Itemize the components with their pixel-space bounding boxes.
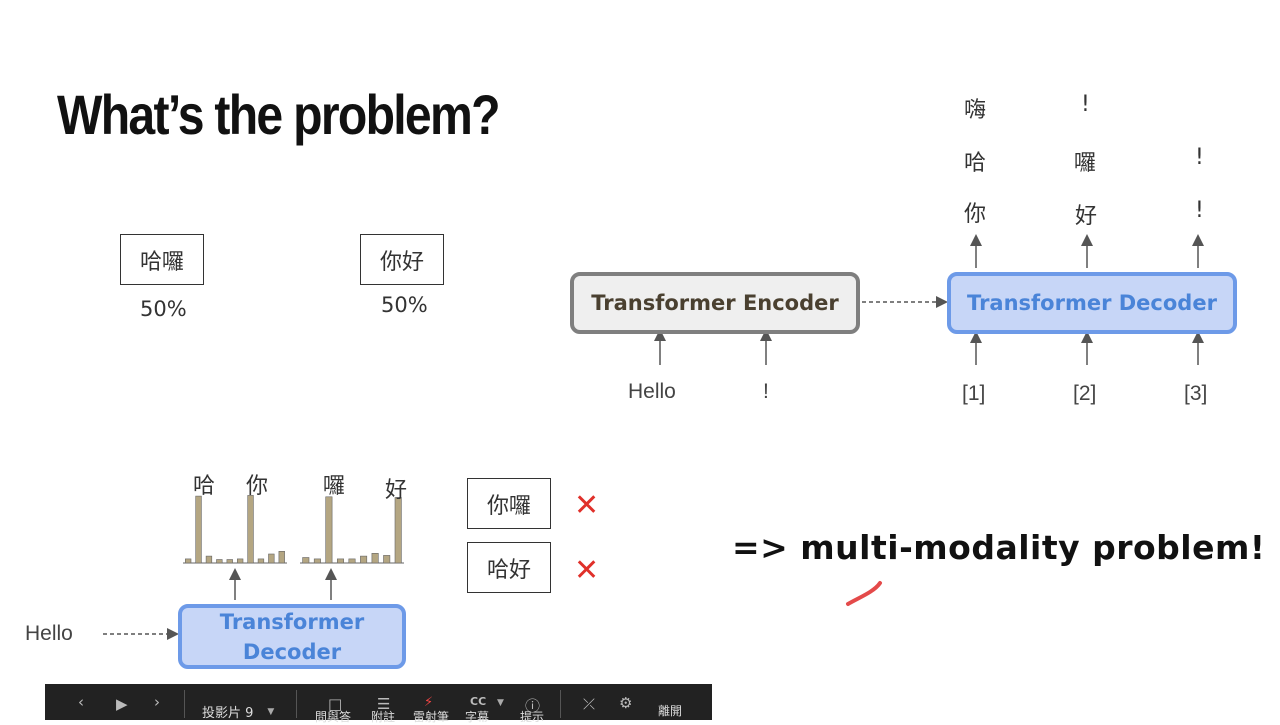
transformer-decoder: Transformer Decoder	[947, 272, 1237, 334]
presentation-toolbar: ‹ ▶ › 投影片 9 ▼ □ 問與答 ☰ 附註 ⚡ 雷射筆 CC 字幕 ▼ ⓘ…	[45, 684, 712, 724]
encoder-input-hello: Hello	[628, 380, 676, 403]
captions-icon[interactable]: CC	[470, 695, 487, 708]
distribution-2-bar	[394, 497, 402, 563]
decoder-input-2: [2]	[1073, 382, 1097, 405]
distribution-2-bar	[383, 555, 391, 563]
info-label[interactable]: 提示	[520, 710, 545, 724]
notes-icon[interactable]: ☰	[377, 695, 391, 713]
distribution-2-bar	[336, 558, 344, 563]
option-b-box: 你好	[360, 234, 444, 285]
decoder-output-col2-1: !	[1081, 92, 1090, 117]
distribution-1-bar	[278, 550, 285, 563]
small-decoder-input: Hello	[25, 622, 73, 645]
decoder-input-3: [3]	[1184, 382, 1208, 405]
distribution-1-bar	[268, 553, 275, 563]
wrong-output-1-text: 你囉	[486, 493, 531, 519]
laser-pointer-icon[interactable]: ⚡	[424, 695, 434, 710]
slide-selector-label: 投影片 9	[202, 706, 254, 721]
dist2-label-1: 囉	[323, 474, 346, 499]
distribution-1-bar	[184, 558, 192, 563]
distribution-1-bar	[247, 495, 254, 563]
chevron-left-icon[interactable]: ‹	[78, 693, 84, 711]
wrong-output-2-box: 哈好	[467, 542, 551, 593]
distribution-2-bar	[325, 496, 333, 563]
option-a-prob: 50%	[140, 297, 187, 321]
qa-label[interactable]: 問與答	[315, 710, 352, 724]
distribution-2-bar	[371, 552, 379, 563]
option-a-box: 哈囉	[120, 234, 204, 285]
slide-title: What’s the problem?	[57, 83, 501, 146]
distribution-2-bar	[360, 555, 368, 563]
captions-label[interactable]: 字幕	[465, 710, 490, 724]
option-a-text: 哈囉	[139, 249, 184, 275]
distribution-chart-2	[302, 496, 402, 563]
decoder-input-1: [1]	[962, 382, 986, 405]
gear-icon[interactable]: ⚙	[619, 694, 633, 712]
distribution-1-bar	[205, 555, 213, 563]
dist2-label-2: 好	[385, 478, 408, 503]
decoder-output-col1-2: 哈	[964, 151, 987, 176]
slide-selector[interactable]: 投影片 9 ▼	[202, 702, 274, 721]
distribution-chart-1	[184, 495, 285, 563]
chevron-down-icon: ▼	[267, 706, 275, 717]
distribution-2-bar	[302, 557, 310, 563]
laser-label[interactable]: 雷射筆	[413, 710, 450, 724]
distribution-1-bar	[257, 558, 265, 563]
small-decoder-label-1: Transformer	[219, 609, 365, 634]
play-icon[interactable]: ▶	[116, 695, 128, 713]
dist1-label-1: 哈	[193, 474, 216, 499]
decoder-output-col1-3: 你	[964, 202, 987, 227]
exit-button[interactable]: 離開	[658, 704, 683, 718]
wrong-output-2-text: 哈好	[486, 557, 531, 583]
decoder-output-col1-1: 嗨	[964, 98, 987, 123]
wrong-output-1-box: 你囉	[467, 478, 551, 529]
option-b-text: 你好	[379, 249, 424, 275]
small-transformer-decoder: Transformer Decoder	[178, 604, 406, 669]
conclusion-text: => multi-modality problem!	[732, 528, 1266, 567]
option-b-prob: 50%	[381, 293, 428, 317]
exit-fullscreen-icon[interactable]: ⤫	[583, 695, 596, 713]
decoder-output-col3-2: !	[1195, 198, 1204, 223]
small-decoder-label-2: Decoder	[242, 639, 342, 664]
distribution-1-bar	[216, 559, 223, 563]
chevron-down-icon[interactable]: ▼	[497, 698, 504, 708]
distribution-1-bar	[195, 495, 202, 563]
info-icon[interactable]: ⓘ	[525, 697, 541, 715]
cross-icon: ✕	[574, 488, 600, 523]
cross-icon: ✕	[574, 553, 600, 588]
qa-icon[interactable]: □	[328, 695, 343, 713]
dist1-label-2: 你	[246, 474, 269, 499]
distribution-1-bar	[226, 559, 233, 563]
distribution-1-bar	[236, 558, 244, 563]
annotation-mark	[846, 581, 882, 606]
decoder-output-col2-3: 好	[1075, 204, 1098, 229]
transformer-encoder: Transformer Encoder	[570, 272, 860, 334]
distribution-2-bar	[313, 558, 321, 563]
decoder-output-col3-1: !	[1195, 145, 1204, 170]
chevron-right-icon[interactable]: ›	[154, 693, 160, 711]
notes-label[interactable]: 附註	[371, 710, 396, 724]
encoder-input-exclaim: !	[763, 380, 769, 403]
distribution-2-bar	[348, 558, 356, 563]
decoder-output-col2-2: 囉	[1074, 151, 1097, 176]
